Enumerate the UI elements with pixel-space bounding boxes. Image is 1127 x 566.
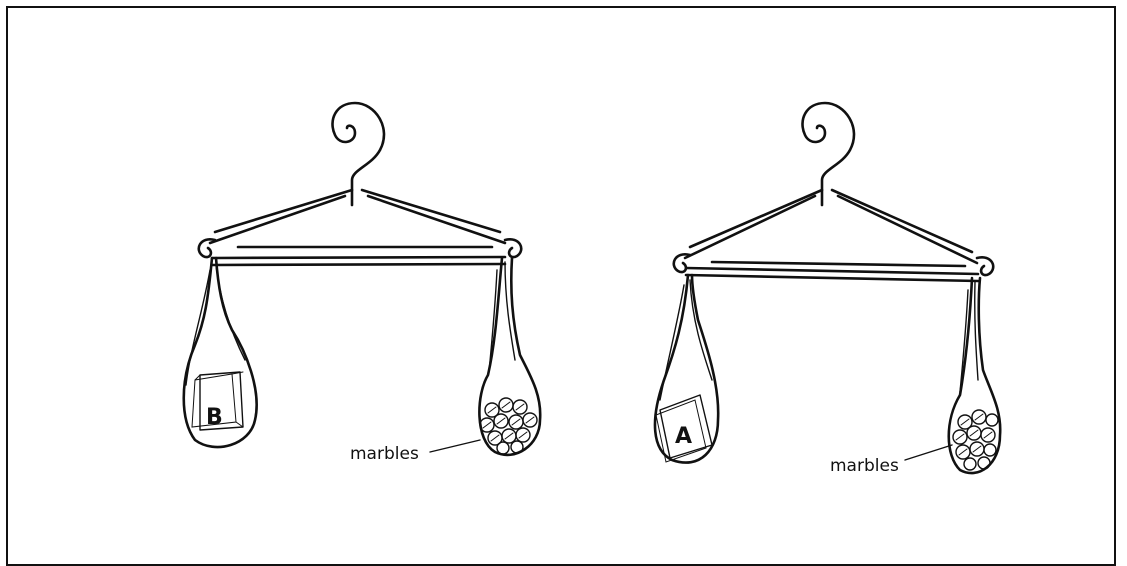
right-hanger-crossbar [686, 262, 978, 281]
right-hanger-notch-right [977, 257, 993, 275]
left-hanger-notch-right [505, 239, 521, 257]
right-marbles-label: marbles [830, 456, 899, 476]
left-bag-marbles [479, 258, 540, 455]
left-hanger-crossbar [212, 247, 505, 265]
left-marbles-leader [430, 440, 480, 452]
left-marbles-label: marbles [350, 444, 419, 464]
left-hanger-hook [332, 103, 383, 205]
right-hanger-arms [685, 190, 977, 263]
right-box-letter: A [675, 424, 692, 449]
right-bag-box: A [655, 275, 718, 463]
left-hanger-arms [210, 190, 505, 243]
right-hanger-hook [802, 103, 853, 205]
left-bag-box: B [184, 258, 257, 447]
right-marbles-leader [905, 445, 952, 460]
left-box-letter: B [206, 405, 223, 430]
left-hanger-scale: B marbles [184, 103, 540, 464]
right-bag-marbles [949, 278, 1000, 473]
right-hanger-scale: A marbles [655, 103, 1000, 476]
